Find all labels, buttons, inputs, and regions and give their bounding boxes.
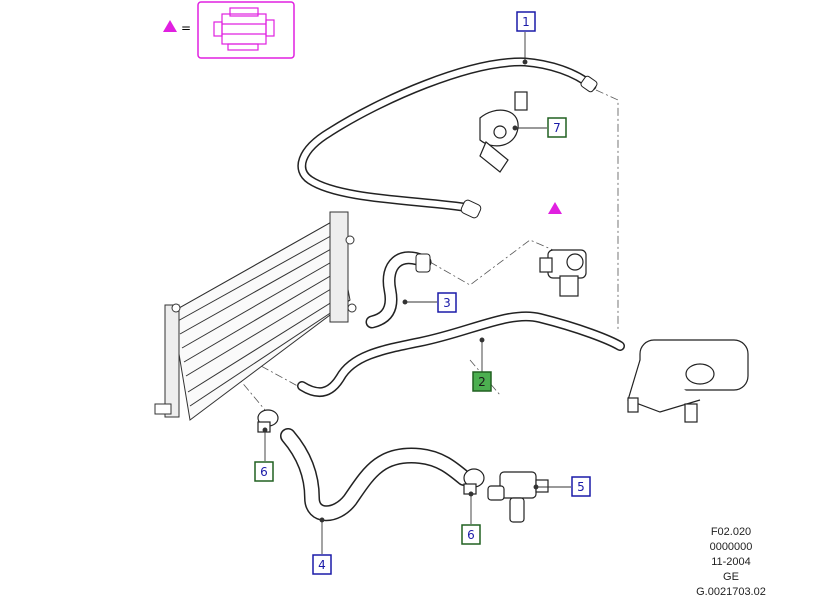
callout-leaders xyxy=(262,32,571,554)
legend: = xyxy=(163,1,295,59)
callout-6-left[interactable]: 6 xyxy=(254,461,274,482)
hose-3 xyxy=(365,251,432,329)
figure-number: 0000000 xyxy=(709,541,753,553)
callout-label: 3 xyxy=(443,296,451,310)
legend-equals: = xyxy=(181,21,191,35)
callout-label: 6 xyxy=(467,528,475,542)
callout-label: 2 xyxy=(478,375,486,389)
figure-date: 11-2004 xyxy=(711,556,751,568)
callout-1[interactable]: 1 xyxy=(516,11,536,32)
hose-1 xyxy=(297,57,598,219)
figure-reference: F02.020 0000000 11-2004 GE G.0021703.02 xyxy=(676,525,786,600)
callout-label: 1 xyxy=(522,15,530,29)
callout-label: 6 xyxy=(260,465,268,479)
radiator xyxy=(154,211,357,421)
callout-label: 5 xyxy=(577,480,585,494)
hose-4 xyxy=(280,428,472,522)
figure-id: G.0021703.02 xyxy=(696,586,766,598)
magenta-triangle-icon xyxy=(163,20,177,32)
thermostat-housing xyxy=(539,202,587,297)
hose-2 xyxy=(297,311,625,398)
clip-6-left xyxy=(257,409,279,433)
callout-label: 4 xyxy=(318,558,326,572)
callout-label: 7 xyxy=(553,121,561,135)
coolant-connector-5 xyxy=(487,471,549,523)
callout-7[interactable]: 7 xyxy=(547,117,567,138)
callout-6-right[interactable]: 6 xyxy=(461,524,481,545)
clip-6-right xyxy=(463,468,485,495)
magenta-triangle-icon xyxy=(548,202,562,214)
callout-4[interactable]: 4 xyxy=(312,554,332,575)
figure-code: F02.020 xyxy=(710,526,752,538)
engine-block-icon xyxy=(213,7,275,51)
figure-language: GE xyxy=(723,571,739,583)
callout-3[interactable]: 3 xyxy=(437,292,457,313)
expansion-tank xyxy=(627,339,749,423)
callout-5[interactable]: 5 xyxy=(571,476,591,497)
clip-7 xyxy=(479,91,528,173)
callout-2[interactable]: 2 xyxy=(472,371,492,392)
